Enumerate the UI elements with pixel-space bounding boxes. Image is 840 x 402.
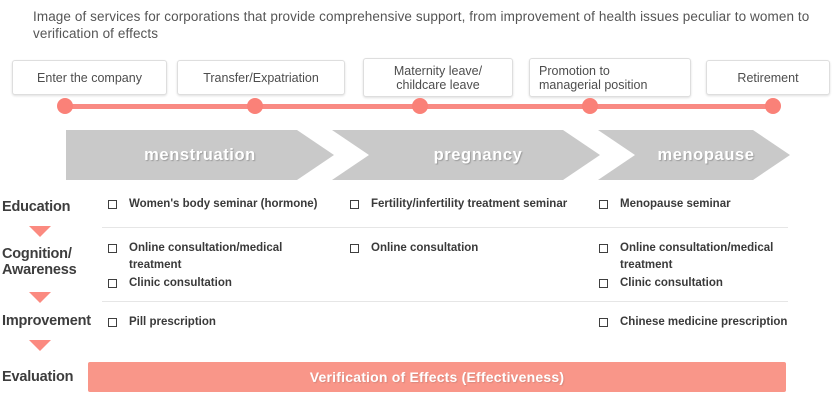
phase-label: pregnancy: [433, 145, 523, 164]
timeline-dot-3: [412, 98, 428, 114]
list-item-label: Online consultation/medical treatment: [129, 242, 283, 271]
timeline-dot-4: [582, 98, 598, 114]
list-item-label: Women's body seminar (hormone): [129, 198, 318, 210]
milestone-box-promotion: Promotion to managerial position: [529, 58, 691, 97]
phase-chevron-menopause: menopause: [598, 130, 790, 180]
checkbox-icon: [599, 279, 608, 288]
row-separator-1: [102, 227, 788, 228]
list-item-label: Online consultation/medical treatment: [620, 242, 774, 271]
phase-label: menopause: [657, 145, 755, 164]
list-item: Online consultation: [350, 240, 560, 257]
list-item: Fertility/infertility treatment seminar: [350, 196, 590, 213]
row-label-improvement: Improvement: [2, 313, 91, 329]
list-item: Pill prescription: [108, 314, 308, 331]
list-item: Online consultation/medical treatment: [599, 240, 774, 274]
row-label-education: Education: [2, 199, 71, 215]
milestone-label: Promotion to managerial position: [539, 63, 648, 92]
milestone-box-retirement: Retirement: [706, 60, 830, 95]
timeline-dot-1: [57, 98, 73, 114]
phase-chevron-pregnancy: pregnancy: [332, 130, 600, 180]
list-item: Menopause seminar: [599, 196, 789, 213]
milestone-label: Enter the company: [37, 70, 142, 85]
checkbox-icon: [108, 318, 117, 327]
checkbox-icon: [599, 244, 608, 253]
list-item-label: Clinic consultation: [129, 277, 232, 289]
list-item-label: Clinic consultation: [620, 277, 723, 289]
milestone-label: Maternity leave/ childcare leave: [393, 63, 483, 92]
checkbox-icon: [108, 200, 117, 209]
phase-label: menstruation: [144, 145, 256, 164]
milestone-box-enter-the-company: Enter the company: [12, 60, 167, 95]
flow-arrow-improvement-to-evaluation: [29, 340, 51, 351]
list-item-label: Chinese medicine prescription: [620, 316, 788, 328]
evaluation-bar: Verification of Effects (Effectiveness): [88, 362, 786, 392]
evaluation-bar-label: Verification of Effects (Effectiveness): [309, 369, 565, 385]
milestone-label: Retirement: [737, 70, 799, 85]
checkbox-icon: [599, 318, 608, 327]
timeline-dot-5: [765, 98, 781, 114]
milestone-box-maternity-leave: Maternity leave/ childcare leave: [363, 58, 513, 97]
list-item-label: Menopause seminar: [620, 198, 731, 210]
list-item: Women's body seminar (hormone): [108, 196, 338, 213]
milestone-label: Transfer/Expatriation: [203, 70, 319, 85]
timeline-dot-2: [247, 98, 263, 114]
checkbox-icon: [350, 200, 359, 209]
list-item-label: Online consultation: [371, 242, 479, 254]
page-title: Image of services for corporations that …: [33, 9, 810, 41]
list-item-label: Pill prescription: [129, 316, 216, 328]
milestone-box-transfer-expatriation: Transfer/Expatriation: [177, 60, 345, 95]
flow-arrow-cognition-to-improvement: [29, 292, 51, 303]
phase-chevron-menstruation: menstruation: [66, 130, 334, 180]
row-label-cognition-awareness: Cognition/ Awareness: [2, 246, 77, 278]
checkbox-icon: [599, 200, 608, 209]
checkbox-icon: [108, 244, 117, 253]
row-separator-2: [102, 301, 788, 302]
checkbox-icon: [108, 279, 117, 288]
checkbox-icon: [350, 244, 359, 253]
list-item: Clinic consultation: [108, 275, 283, 292]
row-label-evaluation: Evaluation: [2, 369, 74, 385]
list-item: Online consultation/medical treatment: [108, 240, 283, 274]
list-item: Clinic consultation: [599, 275, 774, 292]
flow-arrow-education-to-cognition: [29, 226, 51, 237]
list-item: Chinese medicine prescription: [599, 314, 809, 331]
list-item-label: Fertility/infertility treatment seminar: [371, 198, 568, 210]
